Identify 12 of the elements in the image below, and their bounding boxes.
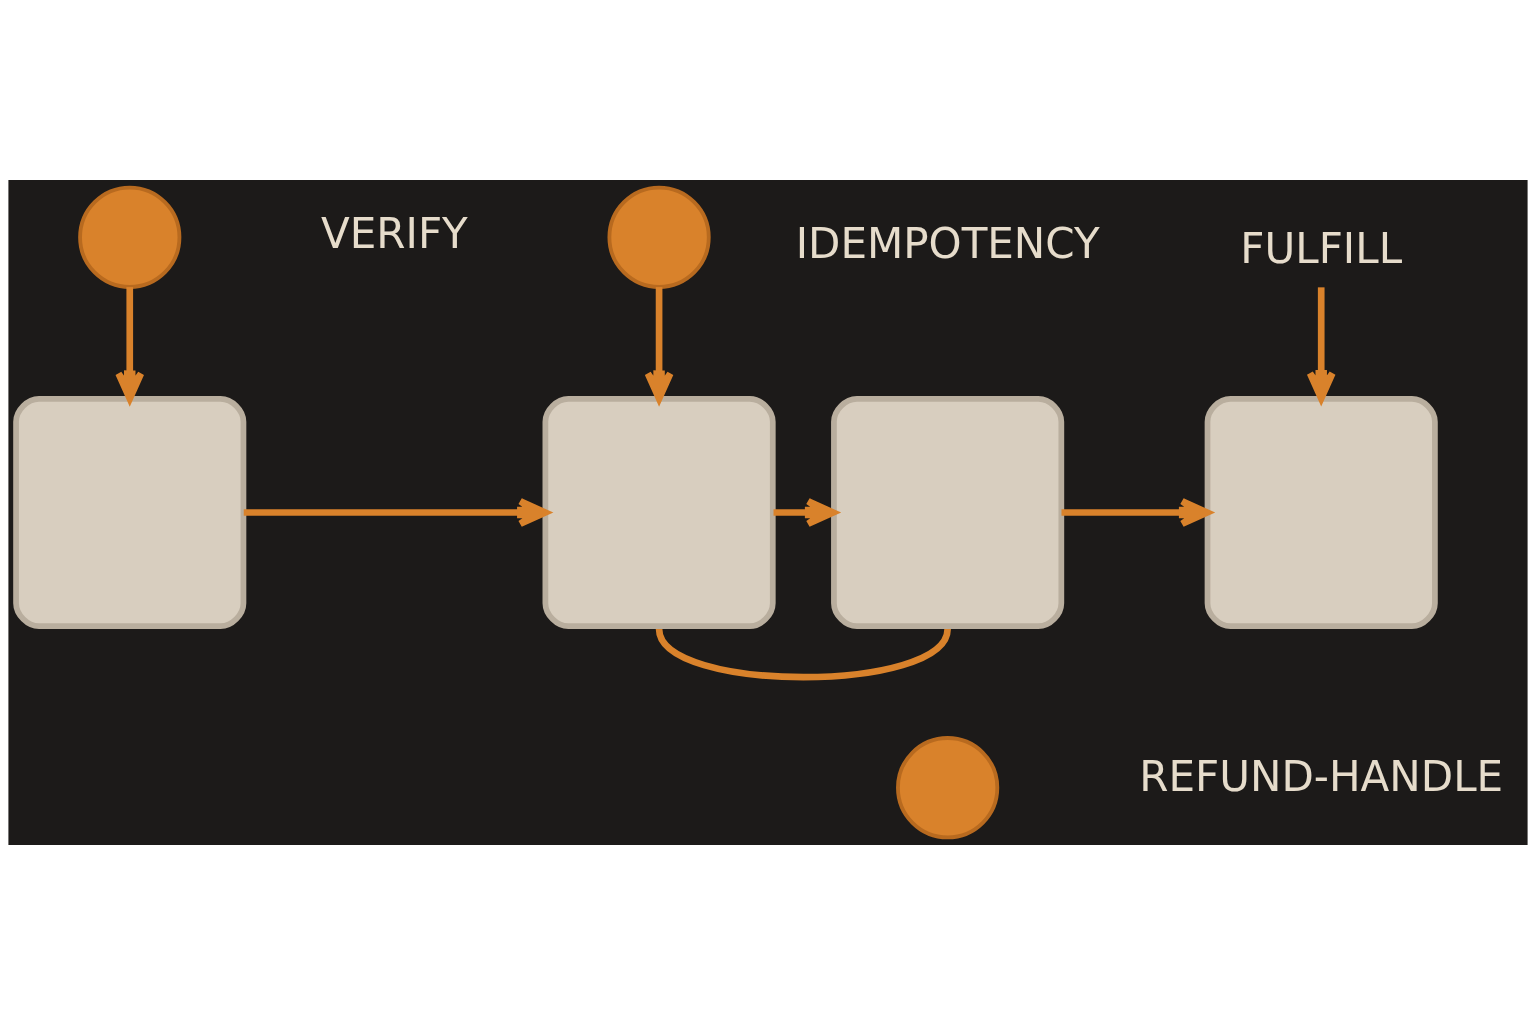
node-box [542, 395, 776, 629]
connector [655, 627, 951, 680]
node-box [1204, 395, 1438, 629]
node-circle [607, 185, 711, 289]
node-circle [896, 735, 1000, 839]
node-label: REFUND-HANDLE [1139, 751, 1504, 801]
node-label: IDEMPOTENCY [795, 218, 1100, 268]
node-box [831, 395, 1065, 629]
node-circle [78, 185, 182, 289]
node-label: VERIFY [321, 208, 468, 258]
node-text: FULFILL [1240, 223, 1403, 273]
node-box [13, 395, 247, 629]
